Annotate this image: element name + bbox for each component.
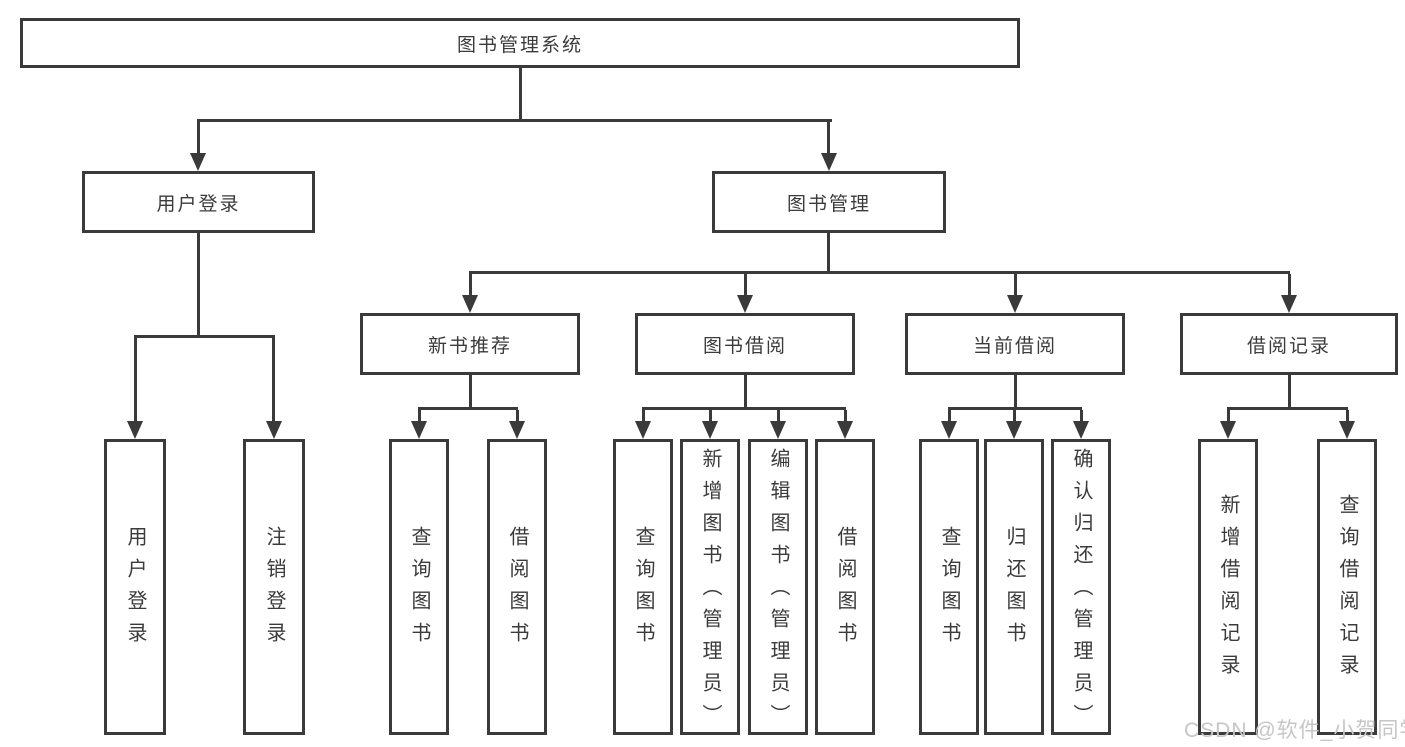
arrowhead-group-3: [1007, 295, 1023, 313]
leaf-logout: 注销登录: [243, 439, 305, 735]
connector-group2-bar: [642, 407, 846, 410]
connector-drop-group-4: [1288, 274, 1291, 295]
arrowhead-login-leaf-1: [127, 421, 143, 439]
arrowhead-management: [821, 153, 837, 171]
connector-drop-g3-leaf3: [1080, 410, 1083, 421]
node-borrowing-records: 借阅记录: [1180, 313, 1398, 375]
arrowhead-g2-leaf1: [635, 421, 651, 439]
leaf-query-books-recommend: 查询图书: [389, 439, 449, 735]
node-user-login: 用户登录: [82, 171, 315, 233]
connector-drop-group-2: [744, 274, 747, 295]
connector-root-bar: [197, 119, 832, 122]
leaf-edit-books-admin: 编辑图书（管理员）: [748, 439, 808, 735]
arrowhead-group-2: [737, 295, 753, 313]
leaf-borrow-books-borrowing: 借阅图书: [815, 439, 875, 735]
connector-group4-stub: [1288, 375, 1291, 407]
arrowhead-g3-leaf1: [941, 421, 957, 439]
leaf-user-login: 用户登录: [104, 439, 166, 735]
arrowhead-g3-leaf2: [1006, 421, 1022, 439]
connector-drop-login: [197, 122, 200, 154]
arrowhead-g1-leaf1: [411, 421, 427, 439]
connector-management-stub: [827, 233, 830, 271]
node-current-borrowing: 当前借阅: [905, 313, 1125, 375]
node-book-management: 图书管理: [712, 171, 946, 233]
connector-group4-bar: [1227, 407, 1348, 410]
connector-group3-bar: [948, 407, 1082, 410]
arrowhead-g2-leaf2: [702, 421, 718, 439]
connector-drop-g1-leaf2: [516, 410, 519, 421]
arrowhead-group-1: [462, 295, 478, 313]
leaf-confirm-return-admin: 确认归还（管理员）: [1051, 439, 1111, 735]
connector-drop-g4-leaf1: [1227, 410, 1230, 421]
arrowhead-login: [190, 153, 206, 171]
connector-login-stub: [197, 233, 200, 335]
connector-drop-g2-leaf4: [844, 410, 847, 421]
node-book-borrowing: 图书借阅: [635, 313, 855, 375]
arrowhead-login-leaf-2: [266, 421, 282, 439]
connector-group2-stub: [744, 375, 747, 407]
leaf-return-books: 归还图书: [984, 439, 1044, 735]
leaf-add-books-admin: 新增图书（管理员）: [680, 439, 740, 735]
connector-drop-g1-leaf1: [418, 410, 421, 421]
connector-drop-login-leaf-2: [272, 338, 275, 421]
node-new-book-recommend: 新书推荐: [360, 313, 580, 375]
csdn-watermark: CSDN @软件_小贺同学: [1184, 719, 1405, 742]
connector-login-bar: [134, 335, 275, 338]
connector-group1-stub: [469, 375, 472, 407]
arrowhead-g1-leaf2: [509, 421, 525, 439]
connector-drop-g4-leaf2: [1346, 410, 1349, 421]
connector-drop-group-3: [1014, 274, 1017, 295]
connector-drop-g3-leaf1: [948, 410, 951, 421]
connector-management-bar: [469, 271, 1290, 274]
connector-drop-g2-leaf1: [642, 410, 645, 421]
arrowhead-g2-leaf4: [837, 421, 853, 439]
connector-drop-g3-leaf2: [1013, 410, 1016, 421]
connector-drop-management: [827, 122, 830, 154]
leaf-query-borrow-record: 查询借阅记录: [1317, 439, 1377, 735]
connector-drop-login-leaf-1: [134, 338, 137, 421]
connector-drop-group-1: [469, 274, 472, 295]
arrowhead-g2-leaf3: [770, 421, 786, 439]
arrowhead-group-4: [1281, 295, 1297, 313]
leaf-query-books-borrowing: 查询图书: [613, 439, 673, 735]
connector-drop-g2-leaf3: [777, 410, 780, 421]
leaf-borrow-books-recommend: 借阅图书: [487, 439, 547, 735]
connector-group3-stub: [1014, 375, 1017, 407]
arrowhead-g4-leaf1: [1220, 421, 1236, 439]
connector-drop-g2-leaf2: [709, 410, 712, 421]
root-node-library-system: 图书管理系统: [20, 18, 1020, 68]
arrowhead-g4-leaf2: [1339, 421, 1355, 439]
connector-root-stub: [519, 68, 522, 120]
leaf-add-borrow-record: 新增借阅记录: [1198, 439, 1258, 735]
connector-group1-bar: [418, 407, 518, 410]
leaf-query-books-current: 查询图书: [919, 439, 979, 735]
arrowhead-g3-leaf3: [1073, 421, 1089, 439]
